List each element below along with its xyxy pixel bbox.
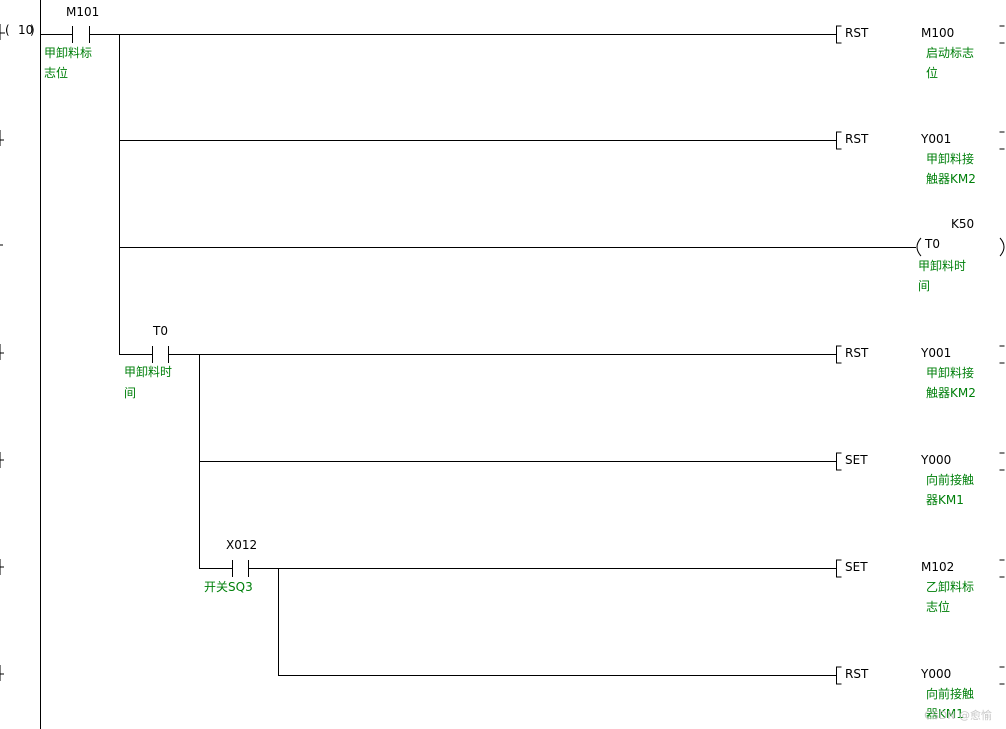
instruction-bracket-right xyxy=(999,25,1005,44)
device-comment-line: 触器KM2 xyxy=(926,172,976,186)
instruction-bracket-right xyxy=(999,666,1005,685)
instruction-bracket-right xyxy=(999,452,1005,471)
coil-paren-left xyxy=(916,237,922,257)
instruction-name: RST xyxy=(845,346,869,360)
step-close-paren: ) xyxy=(30,23,35,37)
watermark: CSDN @愈愉 xyxy=(924,708,992,722)
instruction-device: Y001 xyxy=(920,132,951,146)
instruction-name: SET xyxy=(845,560,868,574)
device-comment-line: 向前接触 xyxy=(926,472,974,487)
step-open-paren: ( xyxy=(5,23,10,37)
device-comment-line: 甲卸料接 xyxy=(926,151,974,166)
instruction-bracket-right xyxy=(999,559,1005,578)
output-rst-y000[interactable]: RST Y000 向前接触 器KM1 xyxy=(836,666,1005,721)
instruction-name: RST xyxy=(845,132,869,146)
instruction-device: M100 xyxy=(921,26,954,40)
device-comment-line: 器KM1 xyxy=(926,707,964,721)
contact-device: M101 xyxy=(66,5,99,19)
output-timer-coil-t0[interactable]: K50 T0 甲卸料时 间 xyxy=(916,217,1005,293)
device-comment-line: 甲卸料接 xyxy=(926,365,974,380)
contact-comment-line: 间 xyxy=(124,386,136,400)
instruction-device: Y001 xyxy=(920,346,951,360)
instruction-bracket-right xyxy=(999,345,1005,364)
output-set-m102[interactable]: SET M102 乙卸料标 志位 xyxy=(836,559,1005,614)
device-comment-line: 触器KM2 xyxy=(926,386,976,400)
device-comment-line: 间 xyxy=(918,279,930,293)
contact-device: T0 xyxy=(152,324,168,338)
device-comment-line: 乙卸料标 xyxy=(926,579,974,594)
output-rst-m100[interactable]: RST M100 启动标志 位 xyxy=(836,25,1005,80)
instruction-bracket-left xyxy=(836,25,842,44)
step-number[interactable]: 10 xyxy=(18,23,33,37)
instruction-bracket-left xyxy=(836,345,842,364)
contact-comment-line: 甲卸料标 xyxy=(44,45,92,60)
instruction-device: Y000 xyxy=(920,667,951,681)
contact-x012[interactable]: X012 开关SQ3 xyxy=(204,538,257,594)
contact-m101[interactable]: M101 甲卸料标 志位 xyxy=(44,5,99,80)
coil-device: T0 xyxy=(924,237,940,251)
output-rst-y001-2[interactable]: RST Y001 甲卸料接 触器KM2 xyxy=(836,345,1005,400)
device-comment-line: 器KM1 xyxy=(926,493,964,507)
instruction-name: RST xyxy=(845,667,869,681)
instruction-name: SET xyxy=(845,453,868,467)
instruction-bracket-right xyxy=(999,131,1005,150)
instruction-bracket-left xyxy=(836,131,842,150)
row-markers xyxy=(0,24,5,681)
instruction-bracket-left xyxy=(836,452,842,471)
instruction-device: Y000 xyxy=(920,453,951,467)
contact-comment-line: 志位 xyxy=(44,65,68,80)
device-comment-line: 位 xyxy=(926,65,938,80)
output-rst-y001[interactable]: RST Y001 甲卸料接 触器KM2 xyxy=(836,131,1005,186)
device-comment-line: 志位 xyxy=(926,599,950,614)
contact-t0[interactable]: T0 甲卸料时 间 xyxy=(124,324,172,400)
coil-paren-right xyxy=(999,237,1005,257)
contact-device: X012 xyxy=(226,538,257,552)
instruction-device: M102 xyxy=(921,560,954,574)
contact-comment-line: 甲卸料时 xyxy=(124,364,172,379)
wires xyxy=(40,34,916,676)
device-comment-line: 启动标志 xyxy=(926,46,974,60)
device-comment-line: 向前接触 xyxy=(926,686,974,701)
instruction-name: RST xyxy=(845,26,869,40)
instruction-bracket-left xyxy=(836,559,842,578)
device-comment-line: 甲卸料时 xyxy=(918,258,966,273)
output-set-y000[interactable]: SET Y000 向前接触 器KM1 xyxy=(836,452,1005,507)
contact-comment-line: 开关SQ3 xyxy=(204,580,253,594)
timer-constant: K50 xyxy=(951,217,974,231)
instruction-bracket-left xyxy=(836,666,842,685)
